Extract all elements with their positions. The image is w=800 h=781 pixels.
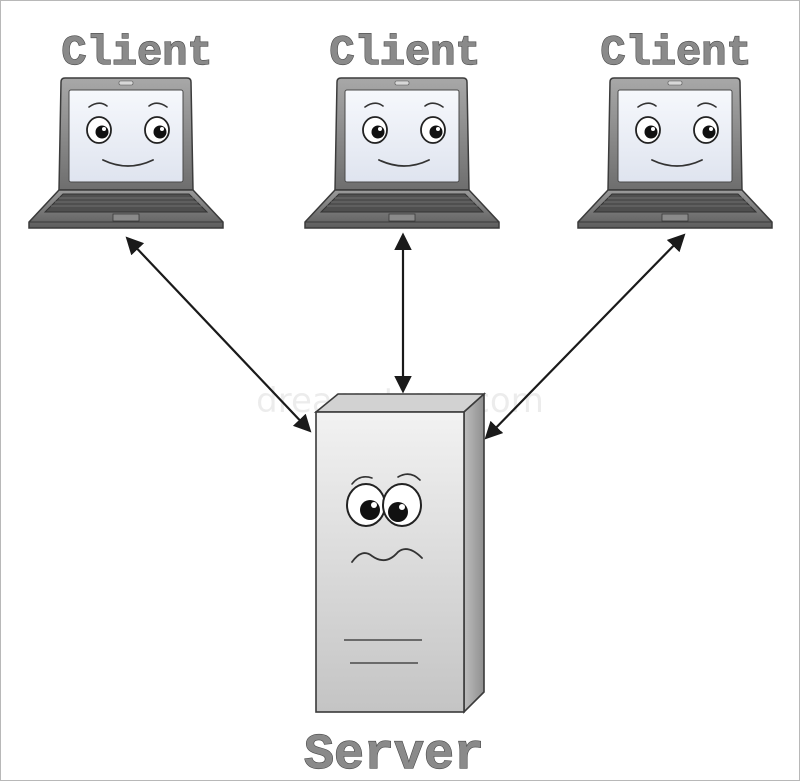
client-label-1: Client xyxy=(61,29,212,77)
connection-arrow-left xyxy=(125,236,312,433)
connection-arrow-right xyxy=(484,233,686,440)
server-label: Server xyxy=(304,727,484,781)
client-label-2: Client xyxy=(329,29,480,77)
laptop-icon xyxy=(577,77,773,229)
laptop-icon xyxy=(304,77,500,229)
server-icon xyxy=(313,392,487,714)
client-label-3: Client xyxy=(600,29,751,77)
laptop-icon xyxy=(28,77,224,229)
